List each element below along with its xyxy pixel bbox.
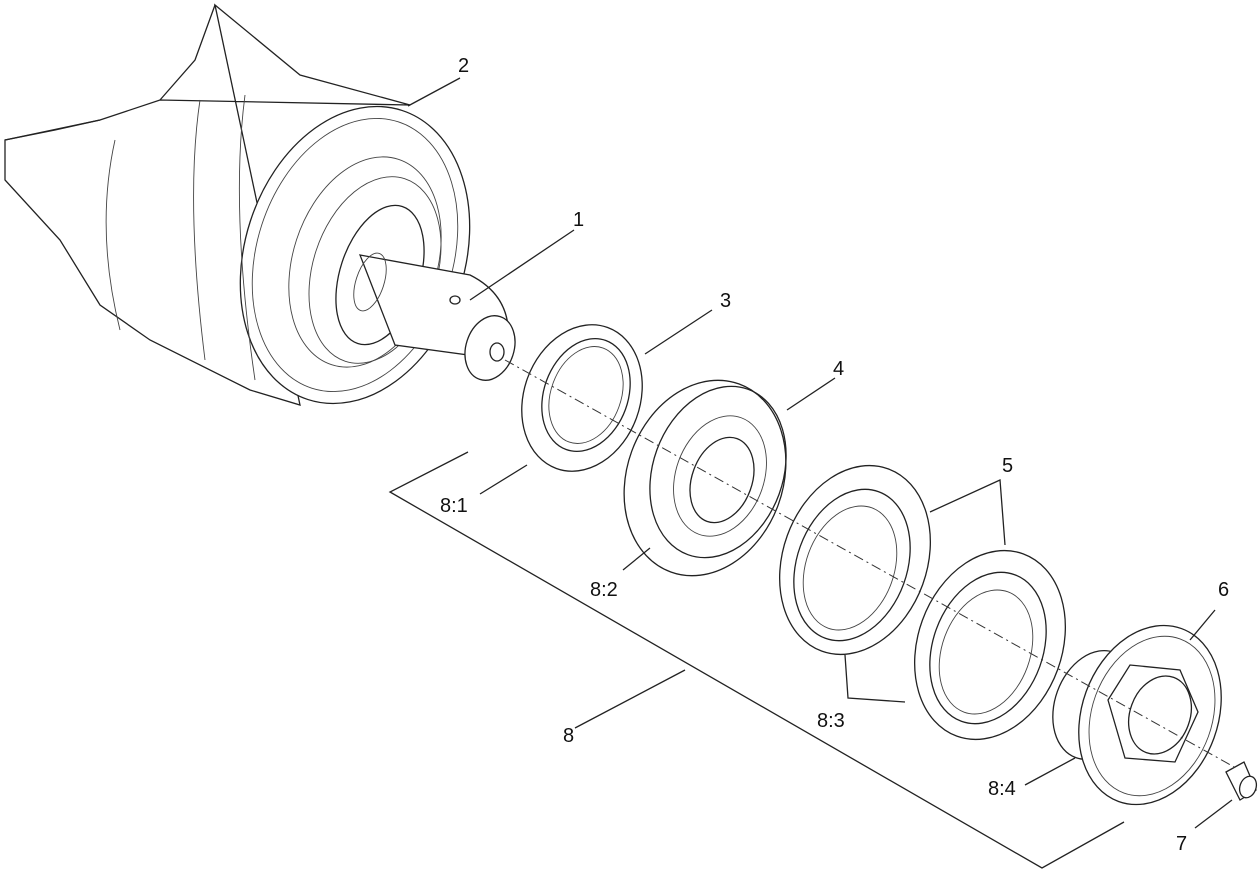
leader-lines <box>407 77 1233 829</box>
callout-2: 2 <box>458 55 469 77</box>
nut-flange-8-4 <box>1052 624 1222 806</box>
seal-8-1 <box>521 324 643 472</box>
callout-8: 8 <box>563 725 574 747</box>
seal-8-3-a <box>778 464 932 656</box>
callout-4: 4 <box>833 358 844 380</box>
callout-7: 7 <box>1176 833 1187 855</box>
callout-8-2: 8:2 <box>590 579 618 601</box>
bearing-8-2 <box>623 379 787 577</box>
callout-1: 1 <box>573 209 584 231</box>
callout-6: 6 <box>1218 579 1229 601</box>
assembly-8-bracket <box>388 451 1125 869</box>
roller-housing <box>4 3 471 406</box>
shaft <box>353 252 516 381</box>
seal-8-3-b <box>913 549 1067 741</box>
callout-3: 3 <box>720 290 731 312</box>
set-screw <box>1225 761 1258 801</box>
callout-8-1: 8:1 <box>440 495 468 517</box>
callout-8-4: 8:4 <box>988 778 1016 800</box>
callout-5: 5 <box>1002 455 1013 477</box>
callout-8-3: 8:3 <box>817 710 845 732</box>
